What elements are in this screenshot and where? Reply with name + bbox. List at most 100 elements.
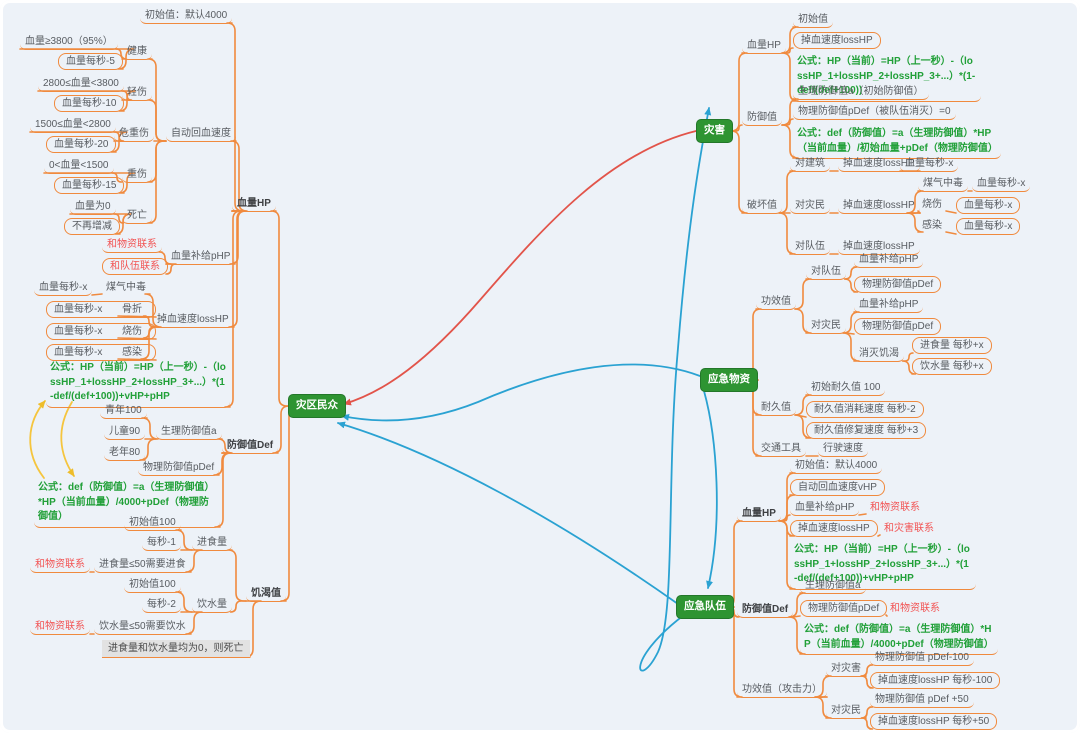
node-w-drink[interactable]: 饮水量 每秒+x — [912, 358, 992, 375]
node-l-zhongshang[interactable]: 重伤 — [122, 167, 152, 183]
node-d-a[interactable]: 生理防御值a — [800, 578, 866, 594]
node-l-val-1[interactable]: 血量每秒-5 — [58, 53, 123, 70]
node-zaiqu-minzhong[interactable]: 灾区民众 — [288, 394, 346, 418]
node-l-meiqi[interactable]: 煤气中毒 — [102, 280, 150, 295]
node-l-val-3[interactable]: 血量每秒-20 — [46, 136, 116, 153]
node-z-def[interactable]: 防御值 — [742, 110, 782, 126]
node-l-hp-init[interactable]: 初始值：默认4000 — [140, 8, 232, 24]
node-l-pdef[interactable]: 物理防御值pDef — [138, 460, 219, 476]
node-l-ertong[interactable]: 儿童90 — [104, 424, 145, 440]
node-w-gongxiao[interactable]: 功效值 — [756, 294, 796, 310]
node-l-def[interactable]: 防御值Def — [222, 438, 278, 454]
node-d-link-wuzi[interactable]: 和物资联系 — [866, 500, 924, 515]
node-z-formula-def[interactable]: 公式：def（防御值）=a（生理防御值）*HP（当前血量）/初始血量+pDef（… — [793, 126, 1001, 159]
node-w-xiaomie[interactable]: 消灭饥渴 — [854, 346, 904, 362]
node-z-hp-init[interactable]: 初始值 — [793, 12, 833, 28]
node-l-link-wuzi-3[interactable]: 和物资联系 — [30, 619, 90, 635]
node-l-meiqi-val[interactable]: 血量每秒-x — [34, 280, 92, 296]
node-l-yinshui-init[interactable]: 初始值100 — [124, 577, 181, 593]
node-z-duiwu[interactable]: 对队伍 — [790, 239, 830, 255]
node-z-jianzhu[interactable]: 对建筑 — [790, 156, 830, 172]
node-w-speed[interactable]: 行驶速度 — [818, 441, 868, 457]
node-d-zaimin-loss[interactable]: 掉血速度lossHP 每秒+50 — [870, 713, 997, 730]
node-l-link-wuzi-2[interactable]: 和物资联系 — [30, 557, 90, 573]
node-l-val-2[interactable]: 血量每秒-10 — [54, 95, 124, 112]
node-l-laonian[interactable]: 老年80 — [104, 445, 145, 461]
node-l-yinshui-rate[interactable]: 每秒-2 — [142, 597, 181, 613]
node-l-jinshi[interactable]: 进食量 — [192, 535, 232, 551]
node-w-jiaotong[interactable]: 交通工具 — [756, 441, 806, 457]
node-l-cond-3[interactable]: 1500≤血量<2800 — [30, 117, 116, 133]
node-w-naijiu-init[interactable]: 初始耐久值 100 — [806, 380, 885, 396]
node-d-zaihai-loss[interactable]: 掉血速度lossHP 每秒-100 — [870, 672, 1000, 689]
node-z-losshp[interactable]: 掉血速度lossHP — [793, 32, 881, 49]
node-w-zaimin-pdef[interactable]: 物理防御值pDef — [854, 318, 941, 335]
node-d-zaihai-pdef[interactable]: 物理防御值 pDef-100 — [870, 650, 974, 666]
node-l-cond-1[interactable]: 血量≥3800（95%） — [20, 34, 118, 50]
node-l-link-wuzi[interactable]: 和物资联系 — [102, 237, 162, 253]
node-l-jinshi-init[interactable]: 初始值100 — [124, 515, 181, 531]
node-w-duiwu-pdef[interactable]: 物理防御值pDef — [854, 276, 941, 293]
node-d-losshp[interactable]: 掉血速度lossHP — [790, 520, 878, 537]
node-l-cond-2[interactable]: 2800≤血量<3800 — [38, 76, 124, 92]
node-wuzi[interactable]: 应急物资 — [700, 368, 758, 392]
node-l-losshp[interactable]: 掉血速度lossHP — [152, 312, 234, 328]
node-l-php[interactable]: 血量补给pHP — [166, 249, 235, 265]
node-w-naijiu[interactable]: 耐久值 — [756, 400, 796, 416]
node-l-jike[interactable]: 饥渴值 — [246, 586, 286, 602]
node-z-zaimin[interactable]: 对灾民 — [790, 198, 830, 214]
node-duiwu[interactable]: 应急队伍 — [676, 595, 734, 619]
node-l-regen[interactable]: 自动回血速度 — [166, 126, 236, 142]
node-w-zaimin[interactable]: 对灾民 — [806, 318, 846, 334]
node-z-zaimin-loss[interactable]: 掉血速度lossHP — [838, 198, 920, 214]
node-l-need-eat[interactable]: 进食量≤50需要进食 — [94, 557, 191, 573]
node-d-pdef[interactable]: 物理防御值pDef — [800, 600, 887, 617]
node-z-a[interactable]: 生理防御值a（初始防御值） — [793, 84, 929, 100]
node-w-duiwu[interactable]: 对队伍 — [806, 264, 846, 280]
node-d-link-zaihai[interactable]: 和灾害联系 — [880, 521, 938, 536]
node-l-val-5[interactable]: 不再增减 — [64, 218, 120, 235]
node-w-duiwu-php[interactable]: 血量补给pHP — [854, 252, 923, 268]
node-d-zaihai[interactable]: 对灾害 — [826, 661, 866, 677]
node-l-qingnian[interactable]: 青年100 — [100, 403, 147, 419]
node-l-formula-hp[interactable]: 公式：HP（当前）=HP（上一秒）-（lossHP_1+lossHP_2+los… — [46, 360, 230, 408]
node-w-zaimin-php[interactable]: 血量补给pHP — [854, 297, 923, 313]
node-z-pohuai[interactable]: 破坏值 — [742, 198, 782, 214]
node-w-naijiu-fix[interactable]: 耐久值修复速度 每秒+3 — [806, 422, 926, 439]
node-l-val-4[interactable]: 血量每秒-15 — [54, 177, 124, 194]
node-d-link-wuzi-2[interactable]: 和物资联系 — [886, 601, 944, 616]
node-z-ganran-val[interactable]: 血量每秒-x — [956, 218, 1020, 235]
node-l-note[interactable]: 进食量和饮水量均为0，则死亡 — [102, 640, 250, 658]
node-l-shaoshang-val[interactable]: 血量每秒-x — [46, 323, 156, 340]
node-l-hp[interactable]: 血量HP — [232, 196, 276, 212]
node-l-siwang[interactable]: 死亡 — [122, 208, 152, 224]
node-d-php[interactable]: 血量补给pHP — [790, 500, 859, 516]
node-z-meiqi-val[interactable]: 血量每秒-x — [972, 176, 1030, 192]
node-l-jinshi-rate[interactable]: 每秒-1 — [142, 535, 181, 551]
node-z-ganran[interactable]: 感染 — [918, 218, 946, 233]
node-z-meiqi[interactable]: 煤气中毒 — [918, 176, 968, 192]
node-l-ganran-val[interactable]: 血量每秒-x — [46, 344, 156, 361]
node-l-a[interactable]: 生理防御值a — [156, 424, 222, 440]
node-z-pdef[interactable]: 物理防御值pDef（被队伍消灭）=0 — [793, 104, 956, 120]
node-d-hp-init[interactable]: 初始值：默认4000 — [790, 458, 882, 474]
node-w-eat[interactable]: 进食量 每秒+x — [912, 337, 992, 354]
node-l-cond-5[interactable]: 血量为0 — [70, 199, 116, 215]
node-z-shaoshang[interactable]: 烧伤 — [918, 197, 946, 212]
node-l-qingshang[interactable]: 轻伤 — [122, 85, 152, 101]
node-l-jiankang[interactable]: 健康 — [122, 44, 152, 60]
node-w-naijiu-cost[interactable]: 耐久值消耗速度 每秒-2 — [806, 401, 924, 418]
node-d-zaimin-pdef[interactable]: 物理防御值 pDef +50 — [870, 692, 974, 708]
node-l-need-drink[interactable]: 饮水量≤50需要饮水 — [94, 619, 191, 635]
node-d-zaimin[interactable]: 对灾民 — [826, 703, 866, 719]
node-l-link-duiwu[interactable]: 和队伍联系 — [102, 258, 168, 275]
node-z-hp[interactable]: 血量HP — [742, 38, 786, 54]
node-z-jianzhu-val[interactable]: 血量每秒-x — [900, 156, 958, 172]
node-d-hp[interactable]: 血量HP — [737, 506, 781, 522]
node-l-cond-4[interactable]: 0<血量<1500 — [44, 158, 114, 174]
node-zaihai[interactable]: 灾害 — [696, 119, 733, 143]
node-d-def[interactable]: 防御值Def — [737, 602, 793, 618]
node-d-vhp[interactable]: 自动回血速度vHP — [790, 479, 885, 496]
node-l-guzhe-val[interactable]: 血量每秒-x — [46, 301, 156, 318]
node-d-gongxiao[interactable]: 功效值（攻击力） — [737, 682, 827, 698]
